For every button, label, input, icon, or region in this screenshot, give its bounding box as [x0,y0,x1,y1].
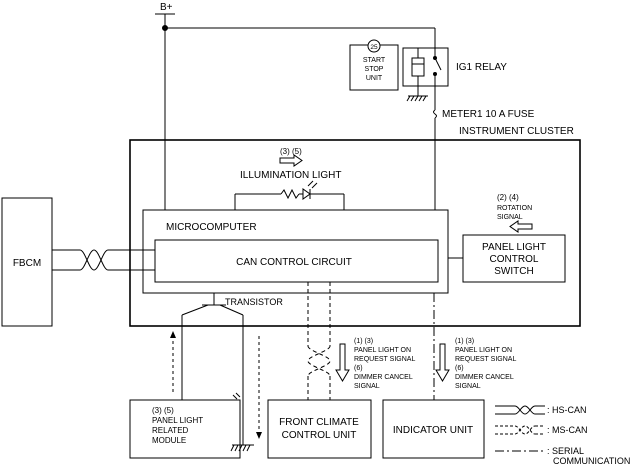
illum-ref: (3) (5) [280,147,302,156]
meter1-fuse [433,86,437,140]
legend-serial-2: COMMUNICATION [553,456,630,466]
rotation-ref: (2) (4) [497,193,519,202]
start-stop-line-2: STOP [365,66,384,73]
hs-can-twisted-pair [52,249,155,271]
signal-arrow-left-icon [335,343,350,382]
can-circuit-label: CAN CONTROL CIRCUIT [236,257,352,268]
panel-module-line-1: (3) (5) [152,406,174,415]
fuse-label: METER1 10 A FUSE [442,109,535,120]
sig-left-4: (6) [354,365,363,372]
signal-arrow-right-icon [435,343,450,382]
instrument-cluster-box [129,139,581,327]
bplus-supply-line [155,13,436,140]
can-control-circuit-box [154,239,439,283]
ms-can-line [307,282,331,400]
legend-serial-1: : SERIAL [547,446,584,456]
sig-left-1: (1) (3) [354,338,373,345]
indicator-label: INDICATOR UNIT [393,425,473,436]
start-stop-badge: 25 [370,44,378,51]
junction-dot [162,25,168,31]
legend-ms-can-symbol [495,425,545,435]
transistor-symbol [181,293,244,326]
sig-right-4: (6) [455,365,464,372]
start-stop-line-3: UNIT [366,75,383,82]
sig-right-1: (1) (3) [455,338,474,345]
cluster-title: INSTRUMENT CLUSTER [459,126,574,137]
start-stop-line-1: START [363,57,386,64]
serial-arrows [172,336,260,434]
illumination-arrow-icon [279,154,303,167]
illumination-light-circuit [234,180,345,210]
rotation-arrow-icon [509,220,533,233]
ig1-relay-label: IG1 RELAY [456,62,507,73]
legend-ms-can: : MS-CAN [547,425,588,435]
sig-right-2: PANEL LIGHT ON [455,347,512,354]
sig-right-5: DIMMER CANCEL [455,374,514,381]
front-climate-control-unit-box [267,399,372,459]
legend-hs-can-symbol [495,405,545,415]
climate-line-1: FRONT CLIMATE [279,417,359,428]
rotation-line-1: ROTATION [497,205,532,212]
sig-right-3: REQUEST SIGNAL [455,356,516,363]
climate-line-2: CONTROL UNIT [282,430,357,441]
sig-left-5: DIMMER CANCEL [354,374,413,381]
legend-hs-can: : HS-CAN [547,405,587,415]
transistor-label: TRANSISTOR [225,297,283,307]
fbcm-box [1,197,53,327]
start-stop-badge-icon [367,39,381,53]
sig-left-3: REQUEST SIGNAL [354,356,415,363]
panel-light-related-module-box [129,399,241,459]
sig-left-6: SIGNAL [354,383,380,390]
switch-line-3: SWITCH [494,266,533,277]
switch-line-2: CONTROL [490,254,539,265]
fbcm-label: FBCM [13,258,41,269]
panel-module-line-3: RELATED [152,426,189,435]
bplus-label: B+ [160,2,173,13]
ig1-relay [402,47,449,102]
indicator-unit-box [382,399,485,459]
panel-module-line-2: PANEL LIGHT [152,416,203,425]
illum-label: ILLUMINATION LIGHT [240,170,342,181]
sig-left-2: PANEL LIGHT ON [354,347,411,354]
microcomputer-label: MICROCOMPUTER [166,222,257,233]
sig-right-6: SIGNAL [455,383,481,390]
rotation-line-2: SIGNAL [497,214,523,221]
switch-line-1: PANEL LIGHT [482,242,546,253]
ground-symbol [230,444,254,452]
microcomputer-box [142,209,449,294]
panel-module-line-4: MODULE [152,436,186,445]
